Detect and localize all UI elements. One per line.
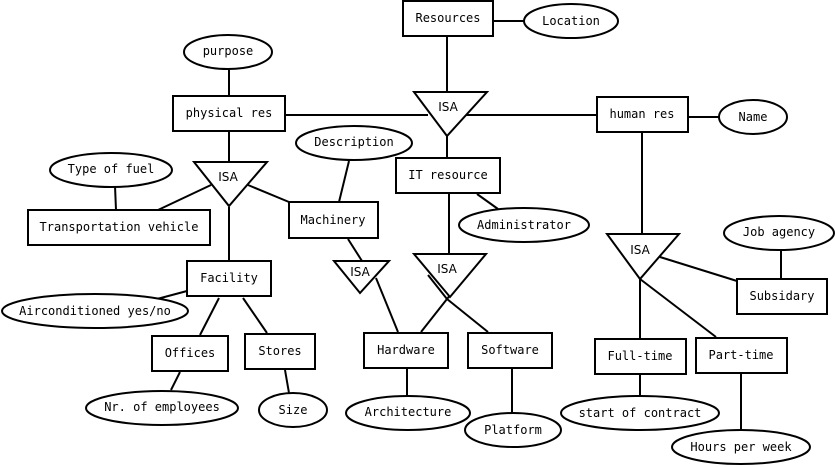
- attr-name[interactable]: Name: [718, 99, 788, 135]
- edge-isa-human-subsidary: [659, 256, 738, 282]
- edge-facility-stores: [242, 297, 268, 334]
- svg-text:Nr. of employees: Nr. of employees: [104, 400, 220, 414]
- entity-part-time[interactable]: Part-time: [695, 337, 788, 374]
- entity-transportation-vehicle[interactable]: Transportation vehicle: [27, 209, 211, 246]
- edge-isa-human-parttime: [639, 278, 717, 338]
- isa-triangles: ISA ISA ISA ISA ISA: [191, 91, 682, 299]
- entity-machinery[interactable]: Machinery: [288, 201, 379, 239]
- attr-hours-per-week[interactable]: Hours per week: [671, 429, 811, 465]
- edge-stores-size: [284, 369, 290, 394]
- edge-isa-machinery-hardware: [375, 277, 399, 333]
- svg-text:Hardware: Hardware: [377, 343, 435, 357]
- edge-offices-employees: [170, 371, 181, 391]
- isa-machinery: ISA: [331, 260, 392, 295]
- svg-text:purpose: purpose: [203, 44, 254, 58]
- attr-nr-employees[interactable]: Nr. of employees: [85, 390, 239, 426]
- entity-software[interactable]: Software: [467, 332, 553, 369]
- attr-description[interactable]: Description: [295, 125, 413, 161]
- svg-text:Offices: Offices: [165, 346, 216, 360]
- svg-text:Subsidary: Subsidary: [749, 289, 814, 303]
- edge-isa-it-software: [446, 298, 489, 333]
- svg-text:ISA: ISA: [630, 243, 650, 257]
- attr-administrator[interactable]: Administrator: [458, 207, 590, 243]
- attributes: Location purpose Name Description Type o…: [1, 3, 835, 465]
- svg-text:Job agency: Job agency: [743, 225, 815, 239]
- edge-machinery-isa: [347, 238, 363, 262]
- attr-platform[interactable]: Platform: [464, 412, 562, 448]
- edge-it-administrator: [476, 193, 499, 210]
- svg-text:ISA: ISA: [438, 100, 458, 114]
- edge-facility-offices: [199, 297, 220, 336]
- isa-human-res: ISA: [605, 233, 682, 281]
- svg-text:Full-time: Full-time: [607, 349, 672, 363]
- svg-text:physical res: physical res: [186, 106, 273, 120]
- attr-start-of-contract[interactable]: start of contract: [560, 395, 720, 431]
- svg-text:ISA: ISA: [350, 265, 370, 279]
- entity-resources[interactable]: Resources: [402, 0, 494, 37]
- svg-text:Administrator: Administrator: [477, 218, 571, 232]
- svg-text:Resources: Resources: [415, 11, 480, 25]
- svg-text:Facility: Facility: [200, 271, 258, 285]
- attr-size[interactable]: Size: [258, 392, 328, 428]
- svg-text:Location: Location: [542, 14, 600, 28]
- isa-physical-res: ISA: [191, 161, 270, 208]
- edge-description-machinery: [338, 160, 350, 203]
- isa-it-resource: ISA: [411, 253, 489, 299]
- edge-isa-transportation: [157, 184, 212, 211]
- svg-text:Hours per week: Hours per week: [690, 440, 792, 454]
- svg-text:Transportation vehicle: Transportation vehicle: [40, 220, 199, 234]
- attr-purpose[interactable]: purpose: [183, 34, 273, 70]
- svg-text:start of contract: start of contract: [579, 406, 702, 420]
- attr-location[interactable]: Location: [523, 3, 619, 39]
- svg-text:Description: Description: [314, 135, 393, 149]
- attr-job-agency[interactable]: Job agency: [723, 215, 835, 251]
- svg-text:Stores: Stores: [258, 344, 301, 358]
- svg-text:Architecture: Architecture: [365, 405, 452, 419]
- svg-text:Airconditioned yes/no: Airconditioned yes/no: [19, 304, 171, 318]
- attr-airconditioned[interactable]: Airconditioned yes/no: [1, 293, 189, 329]
- svg-text:ISA: ISA: [218, 170, 238, 184]
- entity-subsidary[interactable]: Subsidary: [736, 278, 828, 315]
- entity-offices[interactable]: Offices: [151, 335, 229, 372]
- svg-text:Machinery: Machinery: [300, 213, 365, 227]
- attr-architecture[interactable]: Architecture: [345, 395, 471, 431]
- entity-stores[interactable]: Stores: [244, 333, 316, 370]
- entity-human-res[interactable]: human res: [596, 96, 689, 133]
- entity-physical-res[interactable]: physical res: [172, 95, 286, 132]
- entity-hardware[interactable]: Hardware: [363, 332, 449, 369]
- svg-text:IT resource: IT resource: [408, 168, 487, 182]
- edge-isa-it-hardware: [420, 298, 448, 333]
- entity-full-time[interactable]: Full-time: [594, 338, 687, 375]
- isa-resources: ISA: [412, 91, 490, 138]
- svg-text:ISA: ISA: [437, 262, 457, 276]
- svg-text:Size: Size: [279, 403, 308, 417]
- svg-text:Software: Software: [481, 343, 539, 357]
- svg-text:Platform: Platform: [484, 423, 542, 437]
- edge-typefuel-transportation: [114, 185, 117, 211]
- edges: [114, 20, 782, 430]
- svg-text:Part-time: Part-time: [708, 348, 773, 362]
- svg-text:Name: Name: [739, 110, 768, 124]
- svg-text:Type of fuel: Type of fuel: [68, 162, 155, 176]
- attr-type-of-fuel[interactable]: Type of fuel: [49, 152, 173, 188]
- edge-facility-airconditioned: [156, 290, 188, 300]
- edge-isa-it-cross-left: [427, 274, 448, 300]
- entity-facility[interactable]: Facility: [186, 260, 272, 297]
- svg-text:human res: human res: [609, 107, 674, 121]
- entity-it-resource[interactable]: IT resource: [395, 157, 501, 194]
- entities: Resources physical res human res IT reso…: [27, 0, 828, 375]
- edge-isa-machinery: [247, 184, 290, 203]
